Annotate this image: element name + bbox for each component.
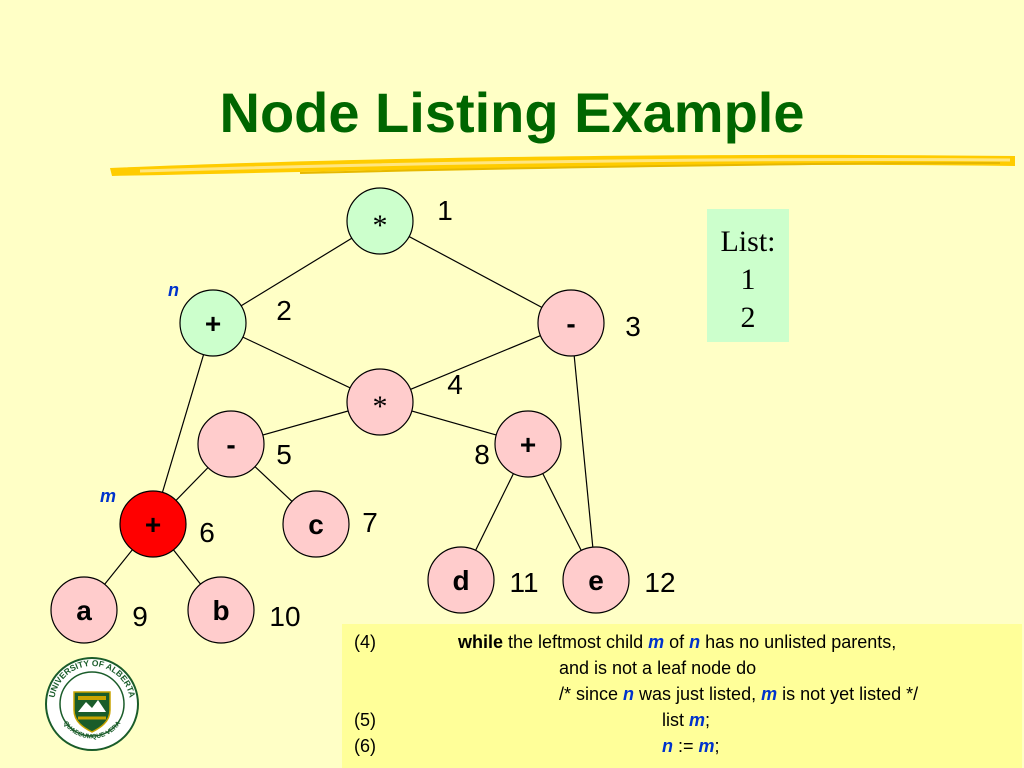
node-circle xyxy=(562,546,630,614)
var-m: m xyxy=(689,710,706,730)
node-circle xyxy=(494,410,562,478)
code-text: := xyxy=(673,736,699,756)
node-7: c xyxy=(282,490,350,558)
slide-title: Node Listing Example xyxy=(219,81,805,144)
node-number-label: 12 xyxy=(644,567,675,598)
node-number-label: 3 xyxy=(625,311,641,342)
code-text: of xyxy=(664,632,690,652)
node-circle xyxy=(537,289,605,357)
code-comment: /* since n was just listed, m is not yet… xyxy=(559,684,918,705)
node-symbol: - xyxy=(566,308,575,339)
node-circle xyxy=(119,490,187,558)
node-circle xyxy=(282,490,350,558)
code-line-4-cont: and is not a leaf node do xyxy=(559,658,757,678)
node-number-label: 7 xyxy=(362,507,378,538)
node-10: b xyxy=(187,576,255,644)
code-line-4-text: while the leftmost child m of n has no u… xyxy=(458,632,896,653)
node-symbol: a xyxy=(76,595,92,626)
code-line-5: list m; xyxy=(662,710,710,731)
node-symbol: + xyxy=(205,308,221,339)
node-number-label: 11 xyxy=(509,567,538,598)
code-text: the leftmost child xyxy=(503,632,649,652)
node-circle xyxy=(346,368,414,436)
node-number-label: 1 xyxy=(437,195,453,226)
nodes-group: * + - * - + c + a b d e xyxy=(50,187,630,644)
node-number-label: 4 xyxy=(447,369,463,400)
node-symbol: c xyxy=(308,509,324,540)
var-n: n xyxy=(623,684,635,704)
list-box: List: 1 2 xyxy=(707,209,789,342)
code-text: was just listed, xyxy=(634,684,762,704)
node-number-label: 10 xyxy=(269,601,300,632)
edge-n2-n6 xyxy=(152,322,214,525)
node-11: d xyxy=(427,546,495,614)
node-symbol: - xyxy=(226,429,235,460)
code-text: is not yet listed */ xyxy=(777,684,919,704)
node-circle xyxy=(187,576,255,644)
node-8: + xyxy=(494,410,562,478)
university-logo: UNIVERSITY OF ALBERTA QUAECUMQUE VERA xyxy=(45,657,139,751)
node-number-label: 9 xyxy=(132,601,148,632)
list-item: 1 xyxy=(740,263,756,296)
node-symbol: d xyxy=(452,565,469,596)
edge-n1-n3 xyxy=(379,220,572,324)
node-4: * xyxy=(346,368,414,436)
node-symbol: * xyxy=(373,390,388,423)
edge-n3-n4 xyxy=(379,322,572,403)
node-circle xyxy=(427,546,495,614)
var-m: m xyxy=(648,632,665,652)
code-line-4: (4) xyxy=(354,632,376,653)
code-text: has no unlisted parents, xyxy=(700,632,897,652)
line-number: (5) xyxy=(354,710,376,730)
node-number-label: 5 xyxy=(276,439,292,470)
node-5: - xyxy=(197,410,265,478)
node-circle xyxy=(197,410,265,478)
code-text: ; xyxy=(714,736,720,756)
node-1: * xyxy=(346,187,414,255)
node-circle xyxy=(179,289,247,357)
edge-n3-n12 xyxy=(570,322,597,581)
code-text: ; xyxy=(705,710,711,730)
node-9: a xyxy=(50,576,118,644)
node-symbol: + xyxy=(145,509,161,540)
node-number-label: 6 xyxy=(199,517,215,548)
code-line-6: n := m; xyxy=(662,736,720,757)
line-number: (6) xyxy=(354,736,376,756)
node-circle xyxy=(50,576,118,644)
node-symbol: + xyxy=(520,429,536,460)
node-number-label: 2 xyxy=(276,295,292,326)
code-text: list xyxy=(662,710,689,730)
var-n: n xyxy=(662,736,673,756)
node-3: - xyxy=(537,289,605,357)
title-underline-stroke xyxy=(110,154,1015,176)
node-12: e xyxy=(562,546,630,614)
list-item: 2 xyxy=(740,301,756,334)
node-6: + xyxy=(119,490,187,558)
var-m: m xyxy=(698,736,715,756)
node-2: + xyxy=(179,289,247,357)
node-symbol: b xyxy=(212,595,229,626)
node-symbol: e xyxy=(588,565,604,596)
line-number: (4) xyxy=(354,632,376,652)
node-circle xyxy=(346,187,414,255)
pointer-label-m: m xyxy=(100,486,116,506)
pseudocode-box: (4) while the leftmost child m of n has … xyxy=(342,624,1022,768)
pointer-label-n: n xyxy=(168,280,179,300)
node-number-label: 8 xyxy=(474,439,490,470)
list-heading: List: xyxy=(720,225,776,258)
keyword-while: while xyxy=(458,632,504,652)
code-text: /* since xyxy=(559,684,624,704)
var-n: n xyxy=(689,632,701,652)
var-m: m xyxy=(761,684,778,704)
node-symbol: * xyxy=(373,209,388,242)
